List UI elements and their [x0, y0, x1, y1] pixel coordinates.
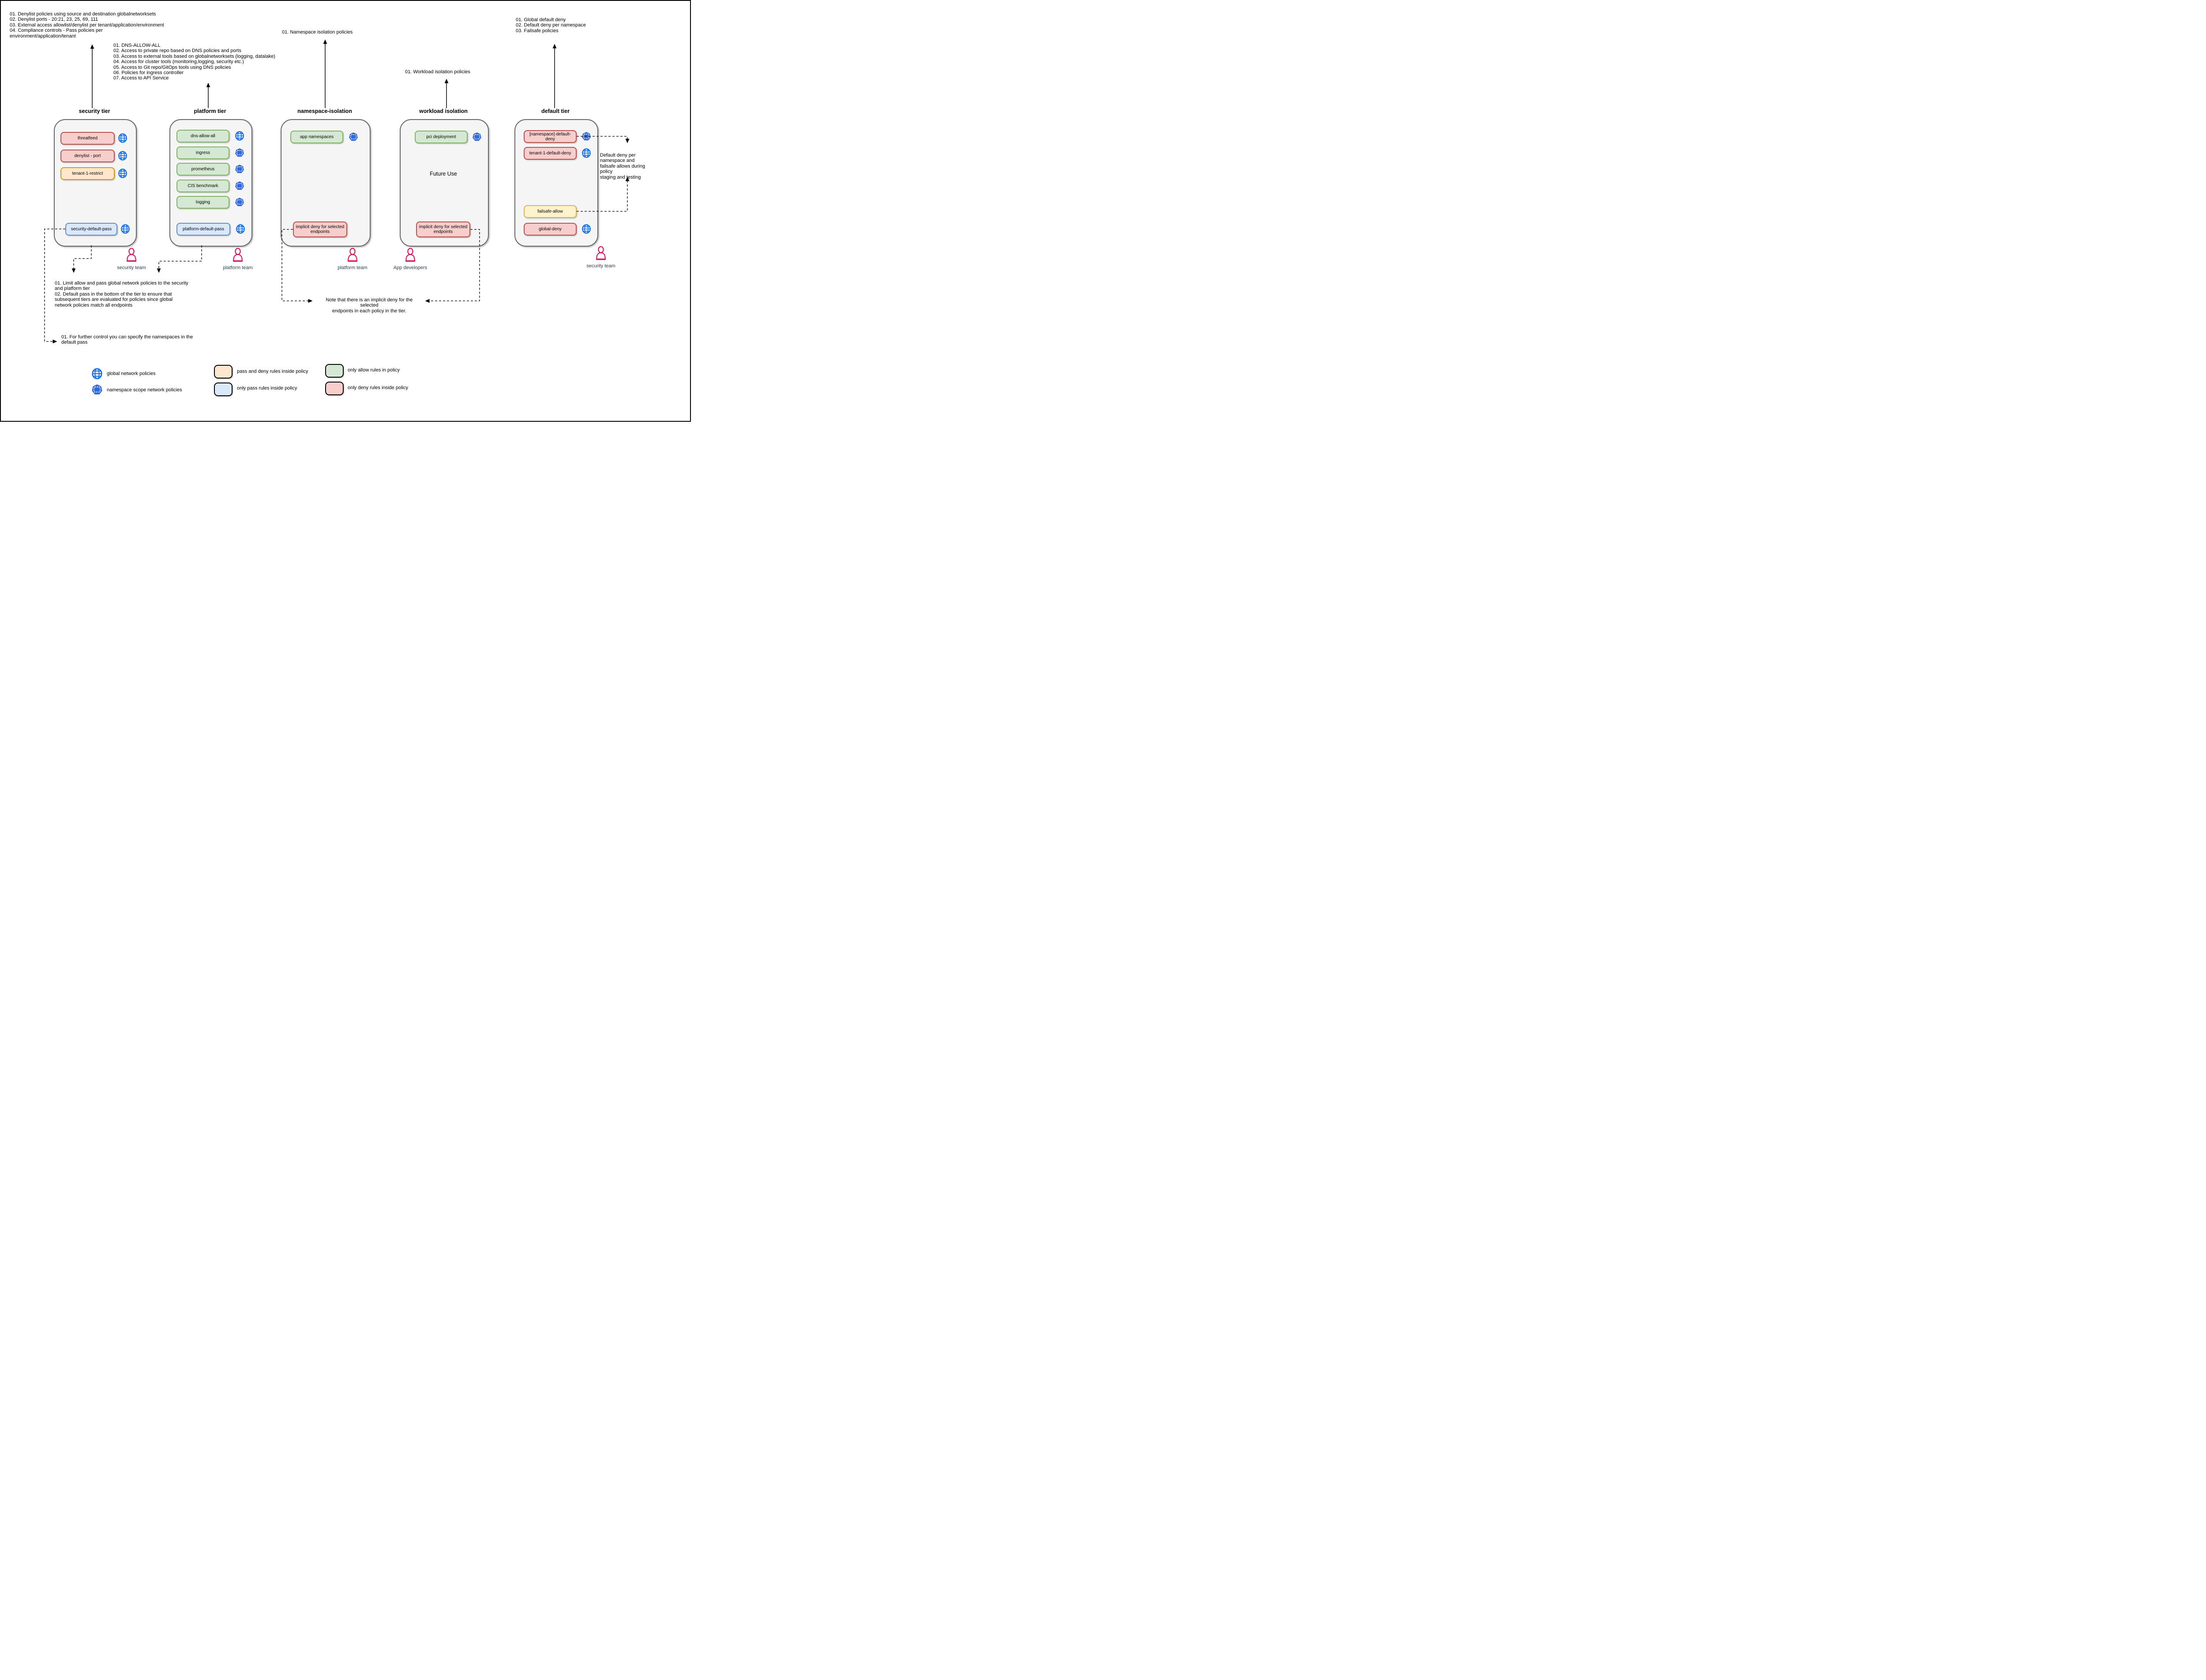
policy-implicit-deny-namespace: implicit deny for selected endpoints	[293, 221, 347, 237]
team-label-security-right: security team	[586, 263, 615, 269]
policy-logging: logging	[176, 196, 229, 209]
policy-tenant-1-default-deny: tenant-1-default-deny	[524, 147, 577, 160]
legend-swatch-only-deny	[325, 382, 344, 395]
policy-platform-default-pass: platform-default-pass	[176, 223, 230, 236]
legend-namespace-icon	[92, 384, 102, 394]
further-control-note: 01. For further control you can specify …	[61, 334, 193, 345]
team-label-platform-mid: platform team	[338, 265, 368, 270]
person-icon	[405, 248, 415, 262]
globe-icon	[121, 224, 130, 234]
tier-title-security: security tier	[79, 108, 110, 114]
globe-icon	[582, 224, 591, 234]
default-tier-notes: 01. Global default deny 02. Default deny…	[516, 17, 586, 34]
policy-cis-benchmark: CIS benchmark	[176, 180, 229, 192]
workload-tier-note: 01. Workload isolation policies	[405, 69, 470, 75]
network-policy-tiers-diagram: 01. Denylist policies using source and d…	[0, 0, 691, 422]
namespace-tier-note: 01. Namespace isolation policies	[282, 30, 353, 35]
policy-pci-deployment: pci deployment	[415, 131, 468, 143]
dashed-platform-tier-to-limit-note	[157, 245, 202, 273]
limit-pass-note: 01. Limit allow and pass global network …	[55, 281, 188, 308]
policy-prometheus: prometheus	[176, 163, 229, 176]
team-label-security-left: security team	[117, 265, 146, 270]
policy-threatfeed: threatfeed	[60, 132, 115, 145]
policy-implicit-deny-workload: implicit deny for selected endpoints	[416, 221, 470, 237]
tier-title-default: default tier	[541, 108, 570, 114]
security-tier-notes: 01. Denylist policies using source and d…	[10, 11, 164, 39]
platform-tier-notes: 01. DNS-ALLOW-ALL 02. Access to private …	[113, 43, 275, 81]
dashed-security-tier-to-limit-note	[71, 245, 92, 273]
person-icon	[127, 248, 136, 262]
namespace-icon	[473, 132, 481, 141]
globe-icon	[582, 148, 591, 158]
globe-icon	[118, 169, 127, 178]
policy-global-deny: global-deny	[524, 223, 577, 236]
globe-icon	[236, 224, 245, 234]
person-icon	[233, 248, 243, 262]
namespace-icon	[582, 132, 591, 141]
policy-dns-allow-all: dns-allow-all	[176, 130, 229, 142]
globe-icon	[235, 131, 244, 141]
legend-globe-icon	[92, 368, 102, 379]
policy-ingress: ingress	[176, 146, 229, 159]
namespace-icon	[349, 132, 358, 141]
legend-label-only-allow: only allow rules in policy	[348, 368, 400, 373]
legend-swatch-only-pass	[214, 382, 233, 396]
staging-note: Default deny per namespace and failsafe …	[600, 153, 645, 180]
namespace-icon	[235, 181, 244, 190]
legend-swatch-only-allow	[325, 364, 344, 378]
legend-label-global-policies: global network policies	[107, 371, 156, 376]
legend-label-only-pass: only pass rules inside policy	[237, 386, 297, 391]
person-icon	[596, 246, 606, 260]
tier-title-platform: platform tier	[194, 108, 226, 114]
tier-title-namespace-isolation: namespace-isolation	[297, 108, 352, 114]
legend-swatch-pass-deny	[214, 365, 233, 379]
namespace-icon	[235, 198, 244, 206]
globe-icon	[118, 133, 127, 143]
future-use-label: Future Use	[430, 171, 457, 177]
legend-label-pass-deny: pass and deny rules inside policy	[237, 369, 308, 374]
tier-title-workload-isolation: workload isolation	[419, 108, 468, 114]
namespace-icon	[235, 148, 244, 157]
namespace-icon	[235, 165, 244, 173]
team-label-platform-left: platform team	[223, 265, 253, 270]
person-icon	[348, 248, 357, 262]
legend-label-namespace-policies: namespace scope network policies	[107, 387, 182, 393]
team-label-app-developers: App developers	[393, 265, 428, 270]
policy-denylist-port: denylist - port	[60, 150, 115, 162]
policy-security-default-pass: security-default-pass	[65, 223, 117, 236]
policy-namespace-default-deny: [namespace]-default-deny	[524, 130, 577, 143]
legend-label-only-deny: only deny rules inside policy	[348, 385, 408, 390]
globe-icon	[118, 151, 127, 161]
implicit-deny-note: Note that there is an implicit deny for …	[326, 297, 413, 314]
policy-failsafe-allow: failsafe-allow	[524, 205, 577, 218]
policy-tenant-1-restrict: tenant-1-restrict	[60, 167, 115, 180]
policy-app-namespaces: app namespaces	[290, 131, 343, 143]
